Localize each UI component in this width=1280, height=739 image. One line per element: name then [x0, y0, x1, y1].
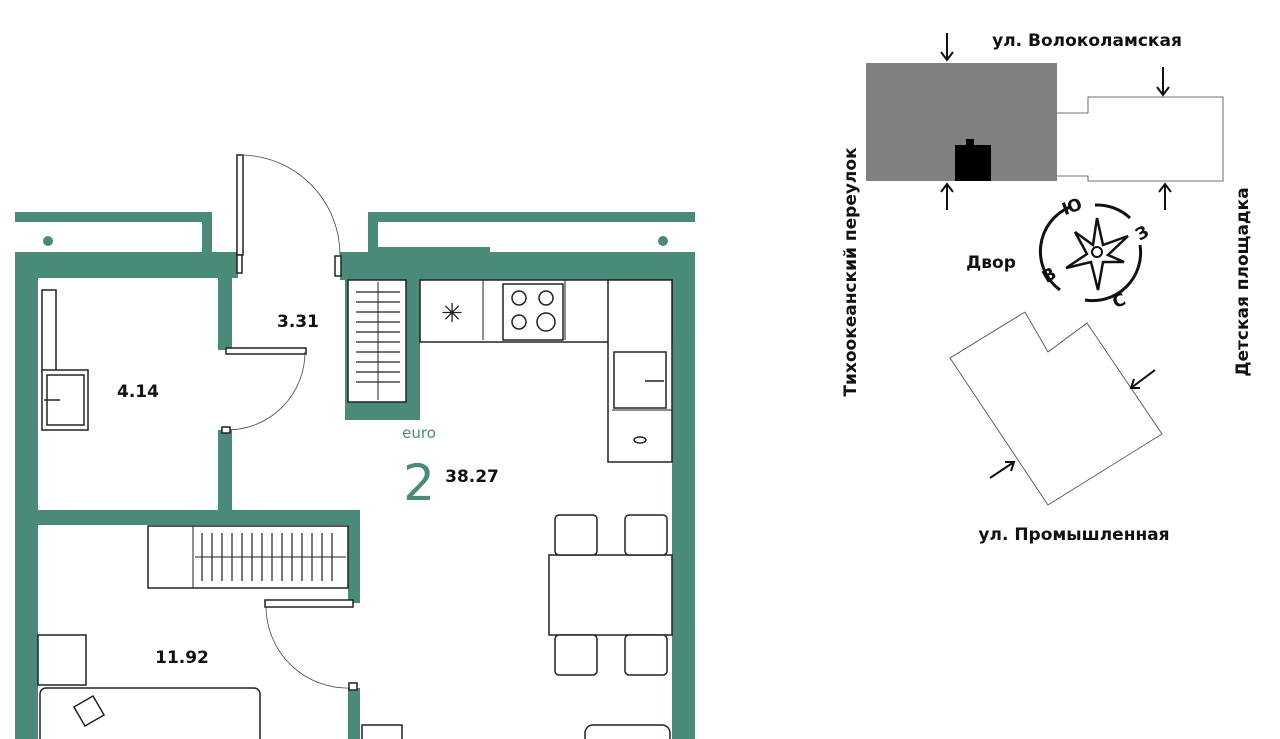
apartment-position-marker [955, 145, 991, 181]
compass-west: З [1132, 222, 1152, 245]
entrance-door[interactable] [236, 154, 342, 277]
apartment-type-label: euro [402, 424, 436, 442]
armchair [584, 724, 671, 739]
balcony-left [15, 212, 212, 254]
fridge-snowflake-icon: ✳ [441, 299, 463, 329]
bathroom-door[interactable] [221, 347, 307, 434]
rooms-count: 2 [403, 454, 435, 512]
neighbor-building [1057, 96, 1224, 182]
kitchen-sink [613, 351, 667, 409]
bathroom-area: 4.14 [117, 382, 159, 402]
bathroom-sink [41, 369, 89, 431]
hallway-area: 3.31 [277, 312, 319, 332]
entrance-arrows [940, 33, 1172, 479]
yard-label: Двор [966, 253, 1016, 273]
bathroom-niche [41, 289, 57, 373]
compass-icon: Ю З В С [1039, 194, 1153, 312]
building-promyshlennaya [949, 311, 1163, 506]
street-top-label: ул. Волоколамская [992, 31, 1182, 51]
bedroom-area: 11.92 [155, 648, 209, 668]
kitchen-living-area: 38.27 [445, 467, 499, 487]
playground-label: Детская площадка [1233, 187, 1253, 376]
compass-north: С [1110, 290, 1129, 313]
street-left-label: Тихоокеанский переулок [841, 147, 861, 397]
hall-wardrobe [347, 279, 407, 403]
site-map: Ю З В С ул. Волоколамская ул. Промышленн… [841, 31, 1253, 545]
compass-south: Ю [1059, 194, 1085, 220]
street-bottom-label: ул. Промышленная [978, 525, 1169, 545]
bedroom-wardrobe [147, 525, 349, 589]
bedroom-door[interactable] [264, 599, 358, 691]
nightstand [37, 634, 87, 686]
floor-plan: ✳ 4.14 [15, 154, 695, 739]
balcony-right [368, 212, 695, 254]
compass-east: В [1039, 264, 1060, 288]
hall-fixture [361, 724, 403, 739]
stove-icon [502, 283, 564, 341]
dishwasher-icon [633, 436, 647, 444]
bed [39, 687, 261, 739]
dining-table [548, 514, 673, 676]
